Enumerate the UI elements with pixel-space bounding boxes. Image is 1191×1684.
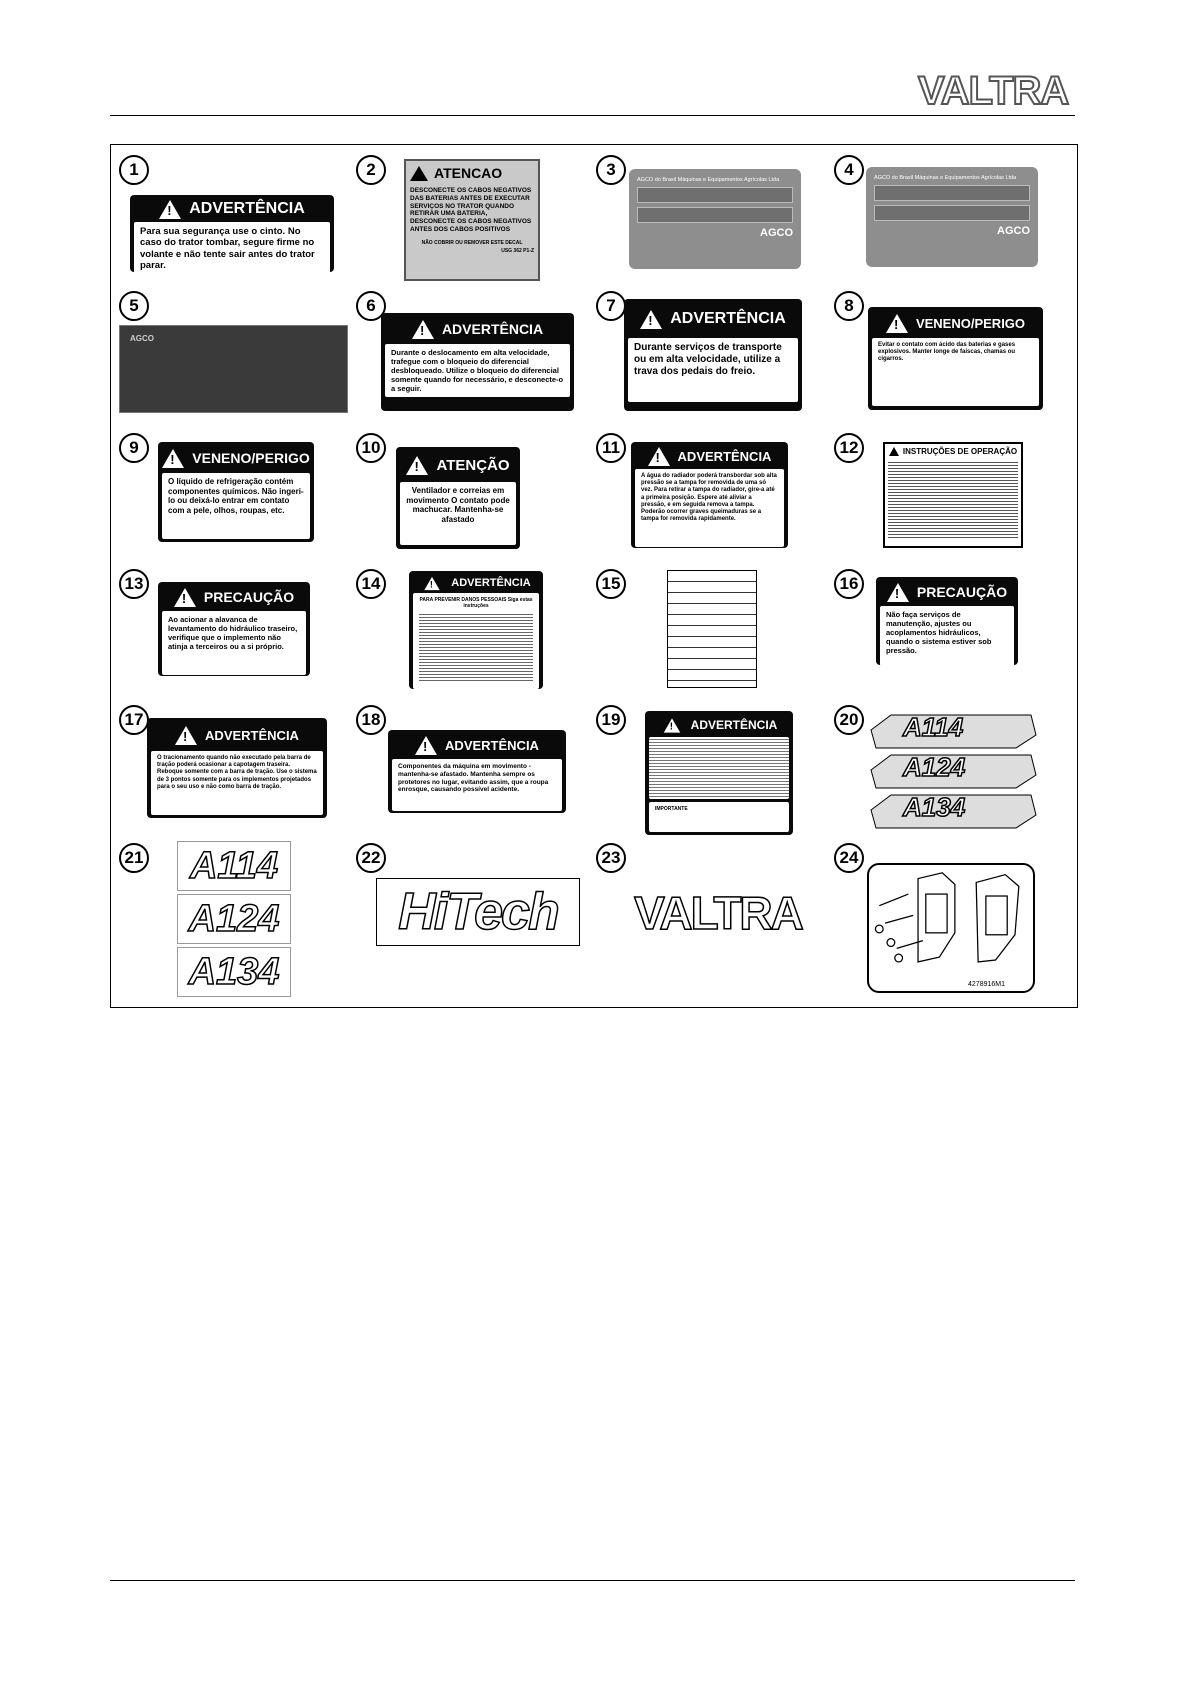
decal-23-valtra: VALTRA xyxy=(633,886,804,940)
warning-icon xyxy=(888,447,899,456)
callout-20: 20 xyxy=(834,705,864,735)
valtra-logo: VALTRA xyxy=(916,66,1076,114)
decal-24-diagram: 4278916M1 xyxy=(867,863,1035,993)
callout-16: 16 xyxy=(834,569,864,599)
decal-8: VENENO/PERIGO Evitar o contato com ácido… xyxy=(868,307,1043,410)
callout-4: 4 xyxy=(834,155,864,185)
callout-5: 5 xyxy=(119,291,149,321)
callout-24: 24 xyxy=(834,843,864,873)
svg-text:VALTRA: VALTRA xyxy=(918,69,1068,112)
callout-7: 7 xyxy=(596,291,626,321)
warning-icon xyxy=(663,717,680,733)
warning-icon xyxy=(406,455,429,475)
warning-icon xyxy=(647,446,670,466)
decal-5-plate: AGCO xyxy=(119,325,348,413)
warning-icon xyxy=(173,587,196,607)
decal-7: ADVERTÊNCIA Durante serviços de transpor… xyxy=(624,299,802,411)
callout-12: 12 xyxy=(834,433,864,463)
callout-17: 17 xyxy=(119,705,149,735)
callout-19: 19 xyxy=(596,705,626,735)
decal-20-model-badges: A114 A124 A134 xyxy=(861,710,1041,838)
callout-8: 8 xyxy=(834,291,864,321)
decal-9: VENENO/PERIGO O líquido de refrigeração … xyxy=(158,442,314,542)
decal-1: ADVERTÊNCIA Para sua segurança use o cin… xyxy=(130,195,334,276)
callout-6: 6 xyxy=(356,291,386,321)
warning-icon xyxy=(411,319,434,339)
decal-14: ADVERTÊNCIA PARA PREVENIR DANOS PESSOAIS… xyxy=(409,571,543,689)
callout-23: 23 xyxy=(596,843,626,873)
warning-icon xyxy=(885,313,908,333)
decal-2: ATENCAO DESCONECTE OS CABOS NEGATIVOS DA… xyxy=(404,159,540,281)
decal-13: PRECAUÇÃO Ao acionar a alavanca de levan… xyxy=(158,582,310,676)
warning-icon xyxy=(162,448,185,468)
decal-figure: 1 ADVERTÊNCIA Para sua segurança use o c… xyxy=(110,144,1078,1008)
callout-18: 18 xyxy=(356,705,386,735)
decal-22-hitech: HiTech xyxy=(376,878,580,946)
callout-1: 1 xyxy=(119,155,149,185)
decal-4-id-plate: AGCO do Brasil Máquinas e Equipamentos A… xyxy=(866,167,1038,267)
callout-10: 10 xyxy=(356,433,386,463)
decal-18: ADVERTÊNCIA Componentes da máquina em mo… xyxy=(388,730,566,813)
callout-3: 3 xyxy=(596,155,626,185)
footer-rule xyxy=(110,1580,1075,1581)
warning-icon xyxy=(415,735,438,755)
callout-9: 9 xyxy=(119,433,149,463)
decal-15-table xyxy=(667,570,757,688)
callout-13: 13 xyxy=(119,569,149,599)
callout-14: 14 xyxy=(356,569,386,599)
decal-12: INSTRUÇÕES DE OPERAÇÃO xyxy=(883,442,1023,548)
decal-11: ADVERTÊNCIA A água do radiador poderá tr… xyxy=(631,442,788,548)
header-rule xyxy=(110,115,1075,116)
warning-icon xyxy=(410,165,428,181)
decal-17: ADVERTÊNCIA O tracionamento quando não e… xyxy=(147,718,327,818)
decal-19: ADVERTÊNCIA IMPORTANTE xyxy=(645,711,793,835)
decal-16: PRECAUÇÃO Não faça serviços de manutençã… xyxy=(876,577,1018,666)
warning-icon xyxy=(424,576,440,590)
decal-6: ADVERTÊNCIA Durante o deslocamento em al… xyxy=(381,313,574,411)
warning-icon xyxy=(159,199,182,219)
callout-22: 22 xyxy=(356,843,386,873)
callout-2: 2 xyxy=(356,155,386,185)
warning-icon xyxy=(640,309,663,329)
decal-10: ATENÇÃO Ventilador e correias em movimen… xyxy=(396,447,520,549)
callout-21: 21 xyxy=(119,843,149,873)
decal-21-model-badges: A114 A124 A134 xyxy=(177,841,291,999)
callout-11: 11 xyxy=(596,433,626,463)
decal-3-id-plate: AGCO do Brasil Máquinas e Equipamentos A… xyxy=(629,169,801,269)
callout-15: 15 xyxy=(596,569,626,599)
warning-icon xyxy=(175,725,198,745)
warning-icon xyxy=(886,582,909,602)
